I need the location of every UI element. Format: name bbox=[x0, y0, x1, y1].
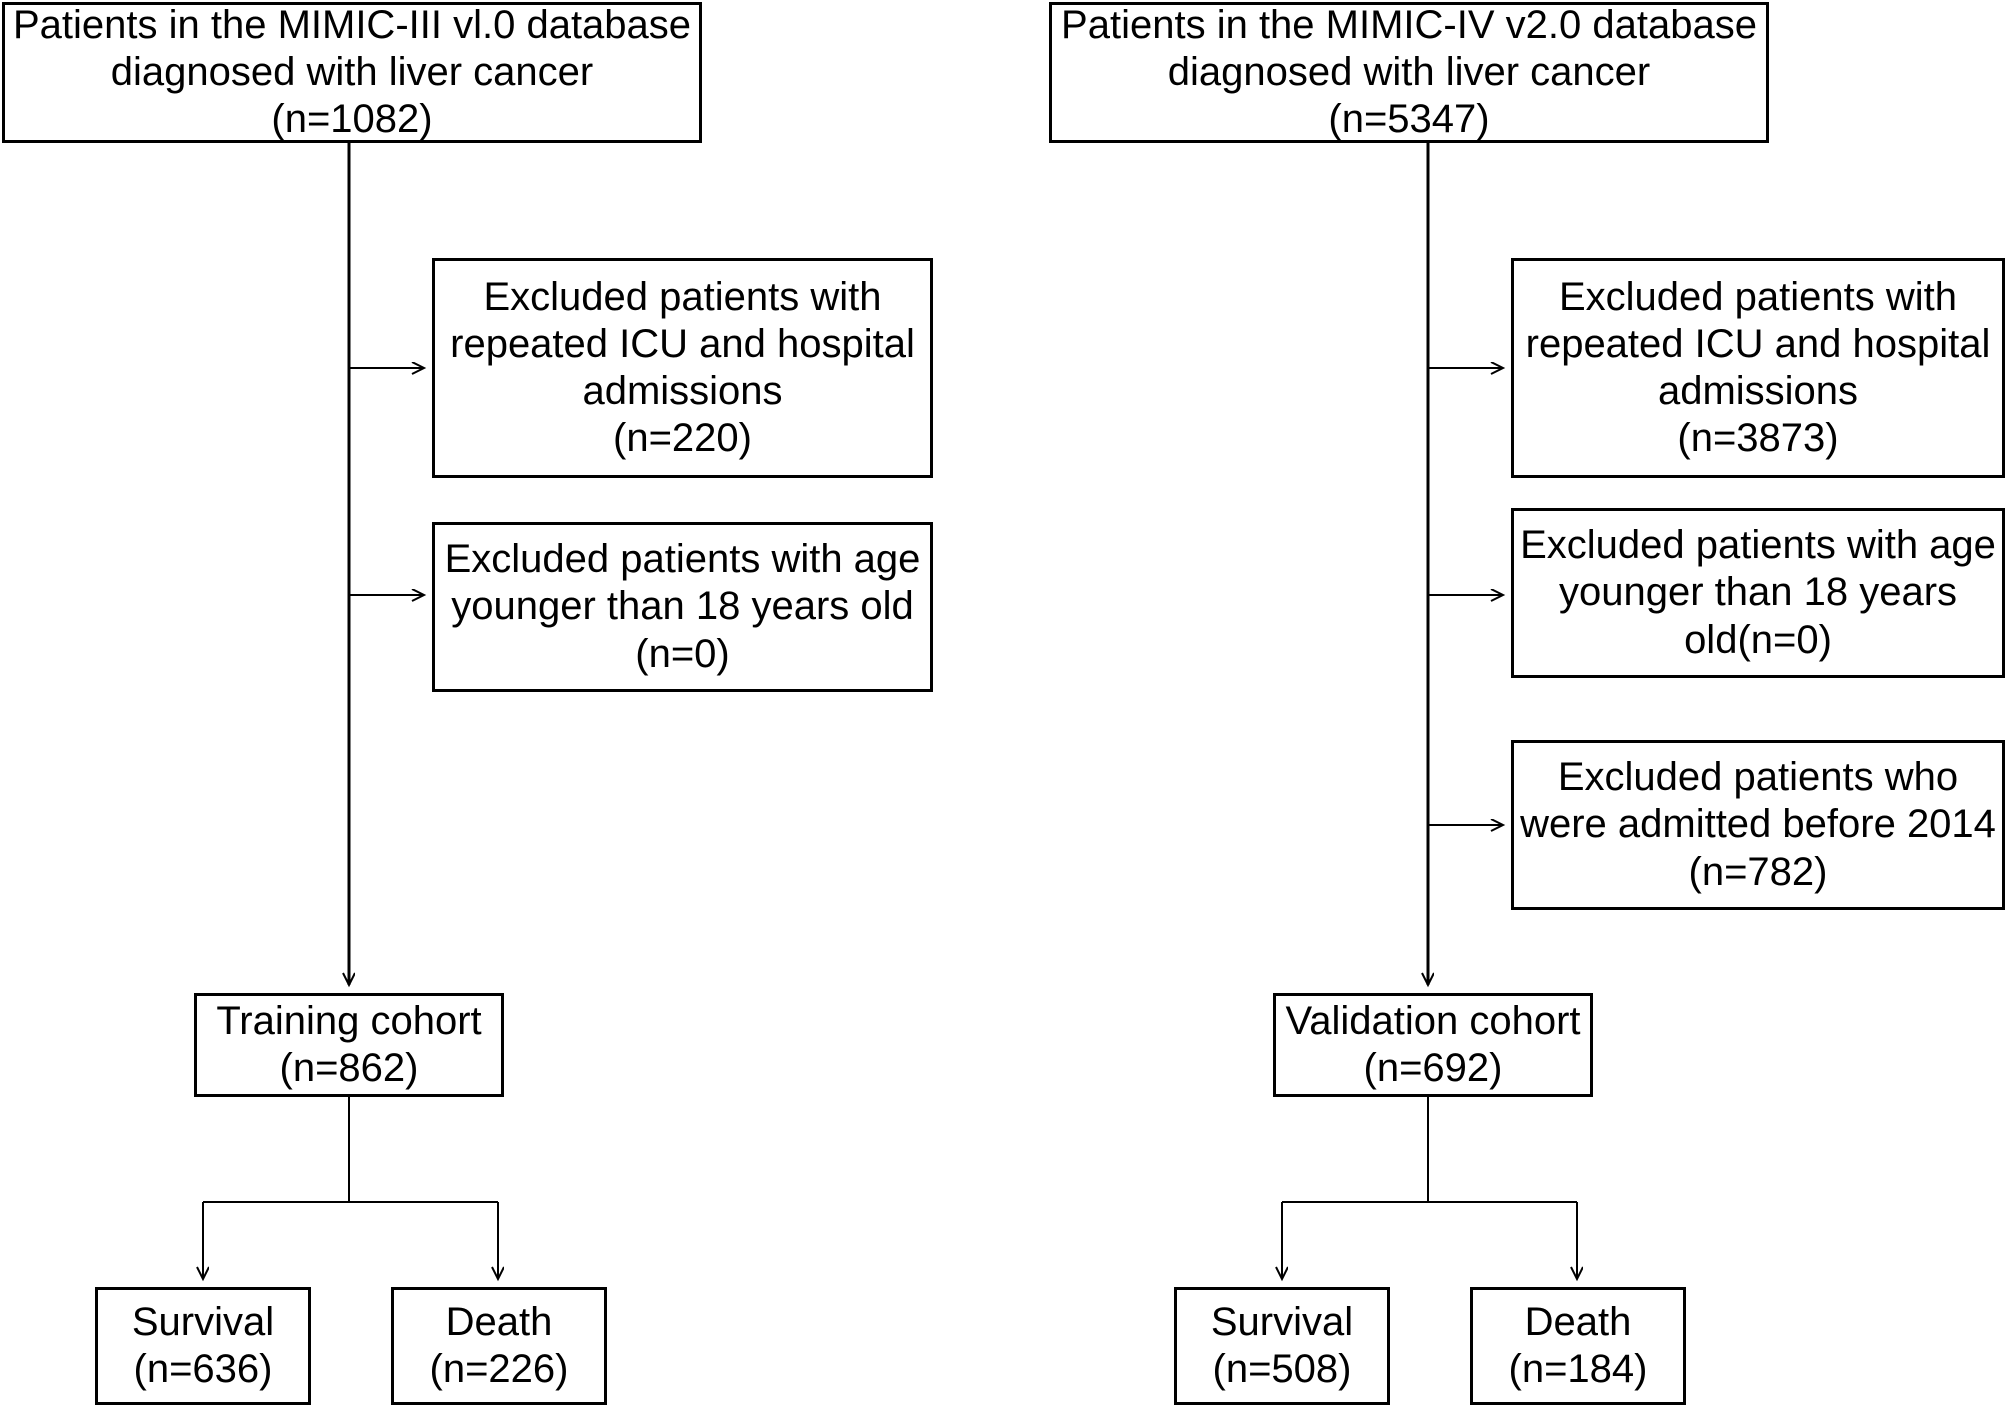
right-cohort-line-2: (n=692) bbox=[1363, 1046, 1503, 1090]
left-exclusion-2-line-1: Excluded patients with age bbox=[444, 537, 921, 582]
right-exclusion-1-line-3: admissions bbox=[1657, 369, 1859, 413]
right-outcome-survival-box[interactable]: Survival (n=508) bbox=[1174, 1287, 1390, 1405]
left-exclusion-2-line-2: younger than 18 years old bbox=[451, 584, 914, 629]
left-exclusion-1-line-3: admissions bbox=[582, 369, 783, 413]
left-survival-label: Survival bbox=[131, 1299, 275, 1344]
right-source-line-2: diagnosed with liver cancer bbox=[1167, 49, 1651, 94]
left-exclusion-1-line-4: (n=220) bbox=[613, 416, 752, 461]
right-cohort-box[interactable]: Validation cohort (n=692) bbox=[1273, 993, 1593, 1097]
right-cohort-line-1: Validation cohort bbox=[1285, 998, 1581, 1043]
right-exclusion-1-line-2: repeated ICU and hospital bbox=[1525, 321, 1991, 366]
right-source-line-1: Patients in the MIMIC-IV v2.0 database bbox=[1061, 2, 1757, 47]
right-exclusion-1-line-1: Excluded patients with bbox=[1558, 274, 1957, 319]
left-source-line-3: (n=1082) bbox=[271, 97, 433, 142]
left-outcome-death-box[interactable]: Death (n=226) bbox=[391, 1287, 607, 1405]
right-exclusion-3-line-2: were admitted before 2014 bbox=[1520, 802, 1996, 847]
left-exclusion-box-1[interactable]: Excluded patients with repeated ICU and … bbox=[432, 258, 933, 478]
left-death-label: Death bbox=[445, 1299, 553, 1344]
left-source-line-2: diagnosed with liver cancer bbox=[110, 49, 594, 94]
right-death-label: Death bbox=[1524, 1299, 1632, 1344]
right-exclusion-2-line-2: younger than 18 years bbox=[1558, 570, 1958, 615]
left-cohort-line-2: (n=862) bbox=[279, 1046, 419, 1090]
left-exclusion-1-line-2: repeated ICU and hospital bbox=[450, 321, 915, 366]
left-cohort-line-1: Training cohort bbox=[216, 998, 482, 1043]
right-exclusion-box-3[interactable]: Excluded patients who were admitted befo… bbox=[1511, 740, 2005, 910]
right-source-line-3: (n=5347) bbox=[1328, 97, 1490, 142]
left-source-box[interactable]: Patients in the MIMIC-III vl.0 database … bbox=[2, 2, 702, 143]
right-survival-count: (n=508) bbox=[1212, 1347, 1352, 1391]
left-exclusion-1-line-1: Excluded patients with bbox=[483, 274, 882, 319]
right-death-count: (n=184) bbox=[1508, 1347, 1648, 1391]
left-exclusion-box-2[interactable]: Excluded patients with age younger than … bbox=[432, 522, 933, 692]
right-source-box[interactable]: Patients in the MIMIC-IV v2.0 database d… bbox=[1049, 2, 1769, 143]
right-exclusion-2-line-3: old(n=0) bbox=[1684, 617, 1832, 662]
left-survival-count: (n=636) bbox=[133, 1347, 273, 1391]
right-exclusion-box-1[interactable]: Excluded patients with repeated ICU and … bbox=[1511, 258, 2005, 478]
left-cohort-box[interactable]: Training cohort (n=862) bbox=[194, 993, 504, 1097]
left-source-line-1: Patients in the MIMIC-III vl.0 database bbox=[12, 2, 692, 47]
right-exclusion-3-line-1: Excluded patients who bbox=[1557, 755, 1959, 800]
right-outcome-death-box[interactable]: Death (n=184) bbox=[1470, 1287, 1686, 1405]
right-exclusion-2-line-1: Excluded patients with age bbox=[1520, 523, 1996, 568]
right-exclusion-1-line-4: (n=3873) bbox=[1677, 416, 1839, 461]
left-death-count: (n=226) bbox=[429, 1347, 569, 1391]
left-outcome-survival-box[interactable]: Survival (n=636) bbox=[95, 1287, 311, 1405]
right-survival-label: Survival bbox=[1210, 1299, 1354, 1344]
right-exclusion-3-line-3: (n=782) bbox=[1688, 849, 1828, 894]
right-exclusion-box-2[interactable]: Excluded patients with age younger than … bbox=[1511, 508, 2005, 678]
left-exclusion-2-line-3: (n=0) bbox=[635, 631, 730, 676]
